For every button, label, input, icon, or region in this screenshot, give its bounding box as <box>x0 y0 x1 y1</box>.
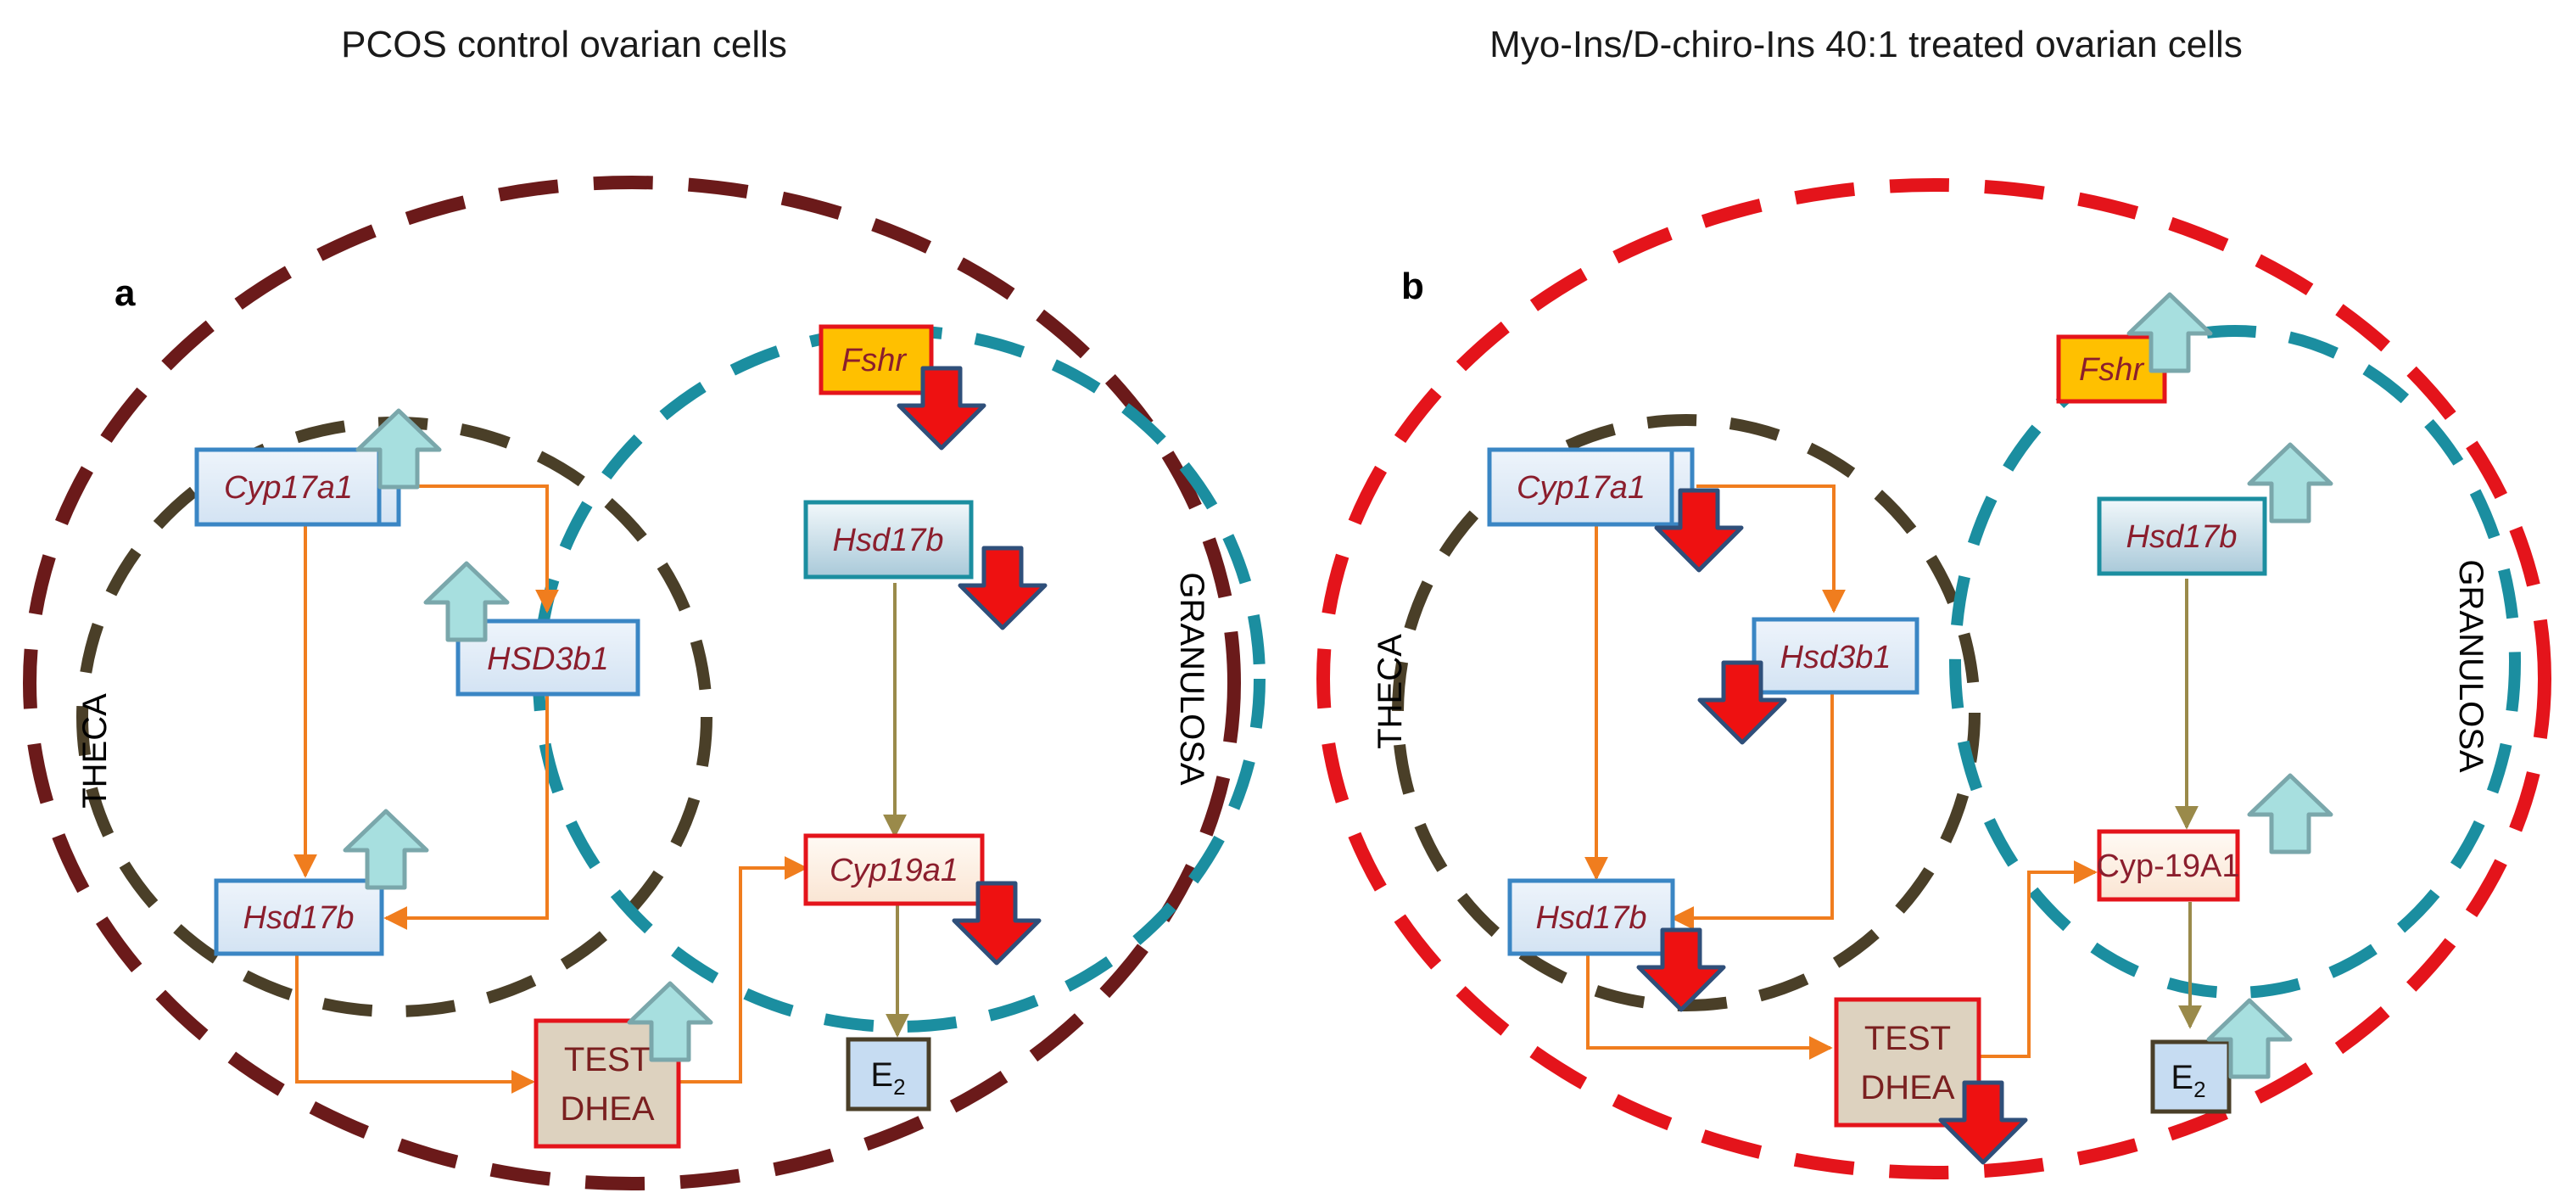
panel-b-arrow-cyp17a1-hsd3b1 <box>1696 484 1846 613</box>
panel-b-granulosa-ring <box>1949 325 2521 999</box>
panel-b-hsd3b1-box <box>1752 617 1919 695</box>
panel-b-theca-label: THECA <box>1372 634 1409 749</box>
panel-a-arrow-cyp17a1-hsd3b1 <box>394 484 559 613</box>
panel-a-hsd17b-theca-up-arrow-icon <box>345 811 427 888</box>
panel-b-hsd17b-granulosa-label: Hsd17b <box>2126 519 2238 555</box>
panel-b-test-dhea-box <box>1834 997 1981 1128</box>
panel-b-test-label: TEST <box>1864 1020 1951 1057</box>
right-panel-title: Myo-Ins/D-chiro-Ins 40:1 treated ovarian… <box>1489 24 2243 65</box>
panel-b-hsd17b-theca-label: Hsd17b <box>1536 900 1647 936</box>
panel-b-letter: b <box>1401 266 1424 307</box>
panel-b-hsd17b-theca-box <box>1507 878 1675 956</box>
panel-a-cyp19a1-box <box>803 833 985 906</box>
panel-a-fshr-label: Fshr <box>841 343 907 378</box>
panel-a-hsd17b-granulosa-box <box>803 500 974 580</box>
panel-a-test-label: TEST <box>564 1041 651 1078</box>
panel-a-e2-box <box>846 1037 931 1112</box>
panel-b-arrow-hsd3b1-hsd17b <box>1670 694 1834 930</box>
panel-a-arrow-hsd3b1-hsd17b <box>383 694 549 930</box>
panel-b-granulosa-label: GRANULOSA <box>2452 559 2489 772</box>
panel-b-fshr-label: Fshr <box>2079 352 2144 388</box>
panel-a-hsd3b1-box <box>455 619 640 697</box>
panel-b: b THECA GRANULOSA Cyp17a1 Hsd3b1 Hsd17b … <box>1316 178 2551 1179</box>
panel-b-cyp19a1-box <box>2097 829 2240 902</box>
panel-b-e2-label: E2 <box>2171 1059 2205 1102</box>
panel-a-arrow-test-cyp19a1 <box>679 856 808 1084</box>
panel-a-arrow-hsd17b-test <box>295 955 535 1094</box>
panel-b-hsd3b1-label: Hsd3b1 <box>1780 640 1891 675</box>
panel-a-letter: a <box>115 272 136 314</box>
panel-b-cyp17a1-label: Cyp17a1 <box>1517 470 1646 506</box>
panel-a-e2-label: E2 <box>870 1056 905 1100</box>
panel-a-outer-ring <box>23 176 1241 1190</box>
panel-a-hsd17b-theca-box <box>214 878 384 956</box>
panel-b-cyp19a1-label: Cyp-19A1 <box>2097 848 2240 884</box>
panel-a-theca-label: THECA <box>76 693 114 809</box>
panel-b-arrow-hsd17b-test <box>1586 955 1833 1060</box>
panel-b-outer-ring <box>1316 178 2551 1179</box>
panel-a-hsd17b-granulosa-label: Hsd17b <box>833 523 944 558</box>
panel-b-arrow-test-cyp19a1 <box>1978 860 2098 1058</box>
panel-a-cyp19a1-label: Cyp19a1 <box>830 853 958 888</box>
panel-b-cyp19a1-up-arrow-icon <box>2249 776 2331 852</box>
panel-b-fshr-box <box>2056 334 2167 404</box>
panel-a-dhea-label: DHEA <box>560 1090 654 1128</box>
panel-b-dhea-label: DHEA <box>1860 1069 1954 1106</box>
panel-a-hsd17b-theca-label: Hsd17b <box>243 900 355 936</box>
panel-a-hsd3b1-label: HSD3b1 <box>487 641 609 677</box>
panel-a-fshr-box <box>819 324 934 395</box>
panel-b-hsd17b-granulosa-box <box>2097 496 2267 576</box>
left-panel-title: PCOS control ovarian cells <box>341 24 787 65</box>
panel-a-cyp17a1-label: Cyp17a1 <box>224 470 353 506</box>
panel-b-e2-box <box>2150 1039 2232 1114</box>
panel-a: a THECA GRANULOSA Cyp17a1 HSD3b1 Hsd17b … <box>23 176 1266 1190</box>
panel-a-granulosa-label: GRANULOSA <box>1173 572 1210 785</box>
